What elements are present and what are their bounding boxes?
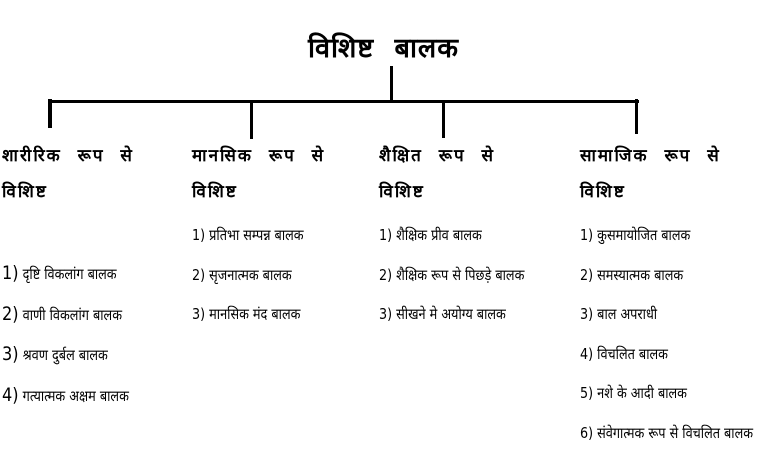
list-item: 5) नशे के आदी बालक bbox=[580, 384, 687, 402]
category-social-heading: सामाजिक रूप से विशिष्ट bbox=[580, 138, 721, 210]
category-heading-line2: विशिष्ट bbox=[2, 182, 48, 202]
category-mental-list: 1) प्रतिभा सम्पन्न बालक 2) सृजनात्मक बाल… bbox=[192, 216, 304, 335]
category-heading-line2: विशिष्ट bbox=[580, 182, 626, 202]
list-item: 2) सृजनात्मक बालक bbox=[192, 265, 292, 284]
branch-line-social bbox=[635, 99, 638, 134]
category-heading-line1: शारीरिक रूप से bbox=[2, 146, 134, 166]
list-item: 3) श्रवण दुर्बल बालक bbox=[2, 343, 108, 365]
branch-line-physical bbox=[48, 99, 52, 128]
list-item: 1) शैक्षिक प्रीव बालक bbox=[379, 226, 482, 244]
list-item: 1) दृष्टि विकलांग बालक bbox=[2, 262, 117, 284]
category-heading-line2: विशिष्ट bbox=[192, 182, 238, 202]
list-item: 4) विचलित बालक bbox=[580, 344, 668, 363]
category-physical-list: 1) दृष्टि विकलांग बालक 2) वाणी विकलांग ब… bbox=[2, 254, 129, 416]
list-item: 3) मानसिक मंद बालक bbox=[192, 305, 301, 323]
category-educational-list: 1) शैक्षिक प्रीव बालक 2) शैक्षिक रूप से … bbox=[379, 216, 524, 335]
category-educational-heading: शैक्षित रूप से विशिष्ट bbox=[379, 138, 495, 210]
category-heading-line1: मानसिक रूप से bbox=[192, 146, 326, 166]
category-heading-line1: शैक्षित रूप से bbox=[379, 146, 496, 166]
list-item: 3) बाल अपराधी bbox=[580, 305, 658, 323]
list-item: 6) संवेगात्मक रूप से विचलित बालक bbox=[580, 423, 754, 442]
category-physical-heading: शारीरिक रूप से विशिष्ट bbox=[2, 138, 134, 210]
branch-line-mental bbox=[250, 100, 253, 139]
list-item: 2) शैक्षिक रूप से पिछड़े बालक bbox=[379, 265, 525, 284]
list-item: 2) समस्यात्मक बालक bbox=[580, 265, 684, 284]
category-social-list: 1) कुसमायोजित बालक 2) समस्यात्मक बालक 3)… bbox=[580, 216, 753, 453]
branch-line-educational bbox=[442, 102, 445, 138]
title-stem-line bbox=[390, 66, 393, 102]
diagram-title: विशिष्ट बालक bbox=[308, 33, 459, 64]
list-item: 2) वाणी विकलांग बालक bbox=[2, 302, 123, 325]
horizontal-branch-line bbox=[49, 100, 639, 103]
list-item: 1) कुसमायोजित बालक bbox=[580, 226, 691, 244]
list-item: 1) प्रतिभा सम्पन्न बालक bbox=[192, 226, 304, 244]
list-item: 3) सीखने मे अयोग्य बालक bbox=[379, 305, 506, 323]
category-heading-line1: सामाजिक रूप से bbox=[580, 146, 721, 166]
category-heading-line2: विशिष्ट bbox=[379, 182, 425, 202]
category-mental-heading: मानसिक रूप से विशिष्ट bbox=[192, 138, 325, 210]
list-item: 4) गत्यात्मक अक्षम बालक bbox=[2, 383, 129, 406]
